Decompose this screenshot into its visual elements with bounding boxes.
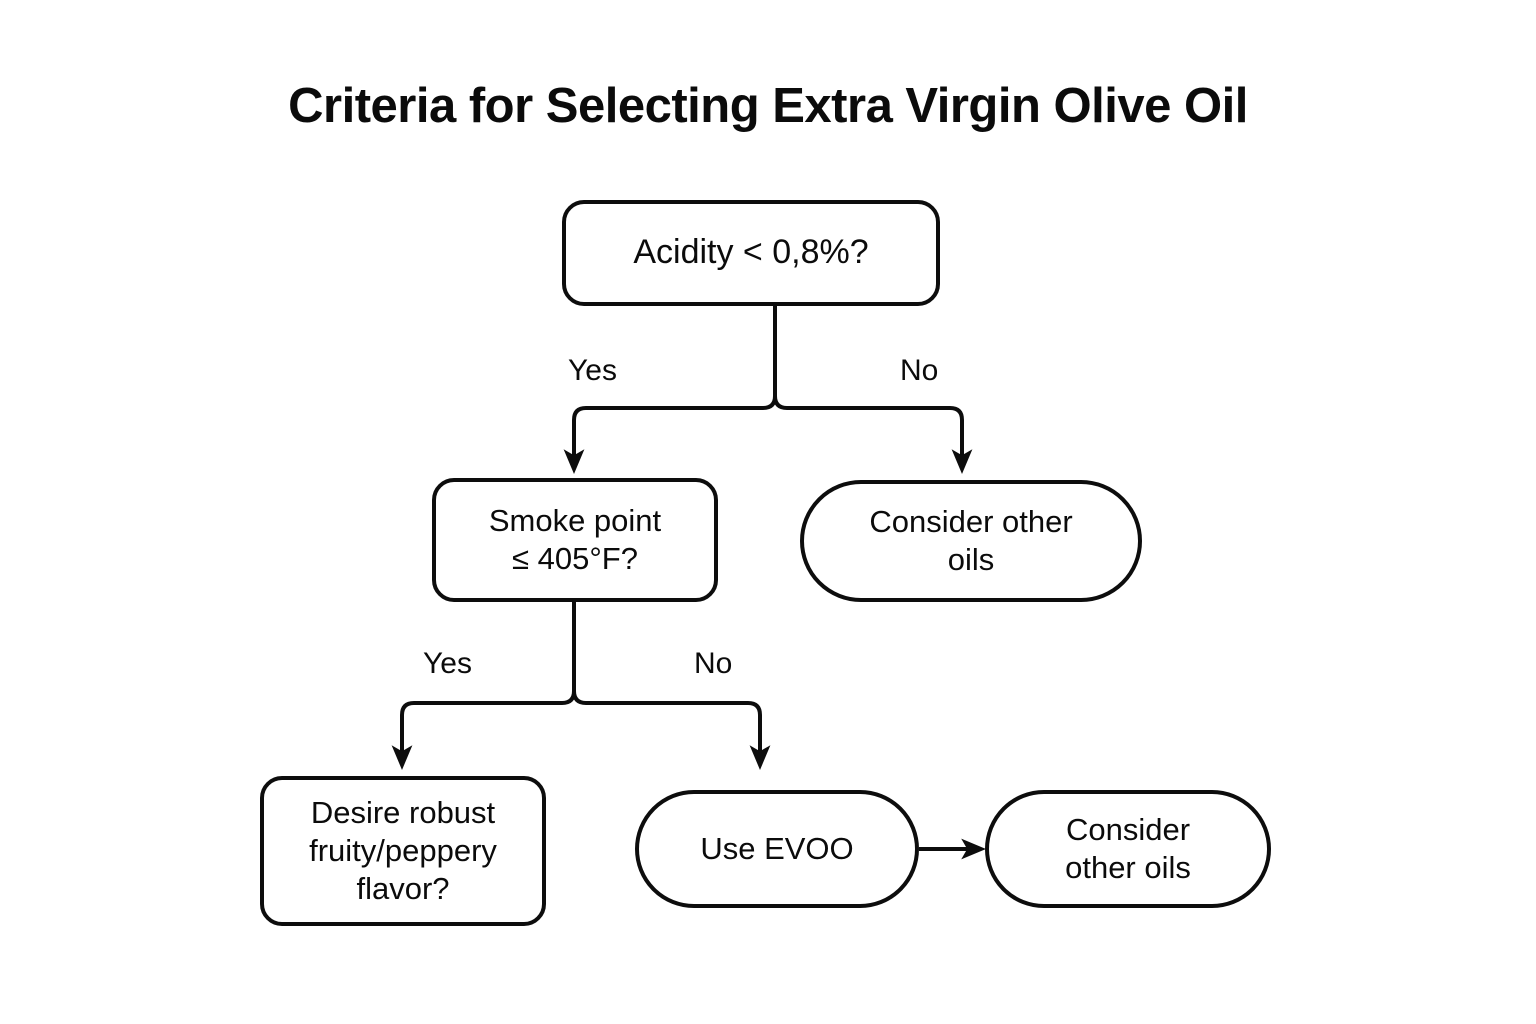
node-consider-other-oils-top-label: Consider other oils [869,504,1073,577]
edge-label-smoke-point-yes: Yes [423,647,472,680]
node-acidity-label: Acidity < 0,8%? [633,233,869,272]
node-consider-other-oils-top[interactable]: Consider other oils [800,480,1142,602]
edge-smoke-point-to-desire-robust-flavor [391,602,576,770]
edge-label-acidity-no: No [900,354,939,387]
node-consider-other-oils-bottom[interactable]: Consider other oils [985,790,1271,908]
node-desire-robust-flavor-label: Desire robust fruity/peppery flavor? [309,795,497,906]
node-smoke-point[interactable]: Smoke point ≤ 405°F? [432,478,718,602]
edge-label-smoke-point-no: No [694,647,733,680]
page-title: Criteria for Selecting Extra Virgin Oliv… [288,79,1248,133]
node-use-evoo[interactable]: Use EVOO [635,790,919,908]
edge-label-acidity-yes: Yes [568,354,617,387]
edge-smoke-point-to-use-evoo [572,602,771,770]
node-acidity[interactable]: Acidity < 0,8%? [562,200,940,306]
node-smoke-point-label: Smoke point ≤ 405°F? [488,503,662,576]
node-consider-other-oils-bottom-label: Consider other oils [1065,812,1191,885]
node-desire-robust-flavor[interactable]: Desire robust fruity/peppery flavor? [260,776,546,926]
node-use-evoo-label: Use EVOO [700,831,854,867]
